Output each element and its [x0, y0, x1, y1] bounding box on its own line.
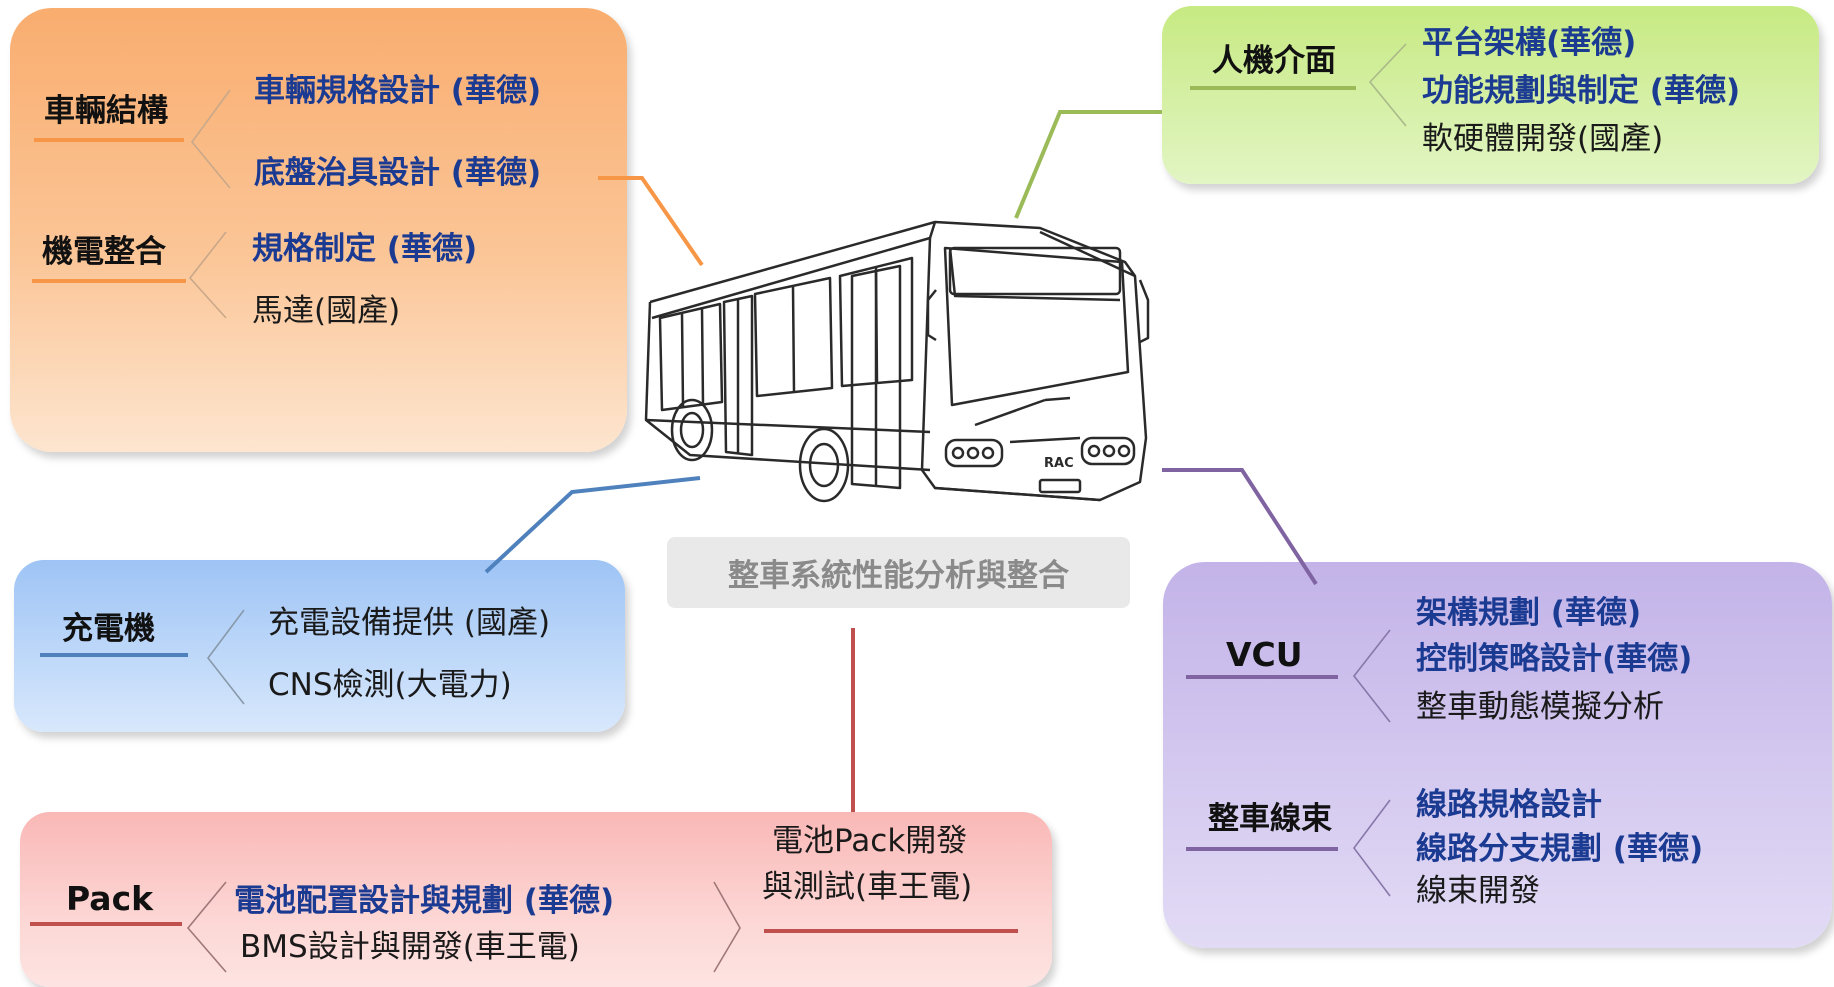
- vcu-panel: [1163, 562, 1832, 948]
- pack-panel: [20, 812, 1052, 987]
- harness-header: 整車線束: [1208, 801, 1332, 837]
- bracket-harness: [1353, 799, 1391, 897]
- connector-vcu: [1162, 468, 1318, 586]
- bracket-charger: [206, 609, 245, 705]
- bracket-vcu: [1352, 629, 1391, 723]
- hmi-header: 人機介面: [1212, 43, 1336, 79]
- connector-vehicle: [598, 176, 704, 267]
- pack-item-1: 電池配置設計與規劃 (華德): [234, 883, 615, 919]
- connector-hmi: [1014, 110, 1162, 219]
- pack-item-2: BMS設計與開發(車王電): [240, 929, 580, 965]
- vcu-item-3: 整車動態模擬分析: [1416, 689, 1664, 725]
- vehicle-structure-item-2: 底盤治具設計 (華德): [254, 155, 542, 191]
- charger-item-1: 充電設備提供 (國產): [268, 605, 551, 641]
- pack-result-line2: 與測試(車王電): [762, 869, 973, 905]
- charger-header: 充電機: [62, 611, 155, 647]
- harness-item-3: 線束開發: [1416, 873, 1540, 909]
- hmi-item-2: 功能規劃與制定 (華德): [1422, 73, 1741, 109]
- harness-item-1: 線路規格設計: [1416, 787, 1602, 823]
- pack-header: Pack: [66, 879, 154, 918]
- bracket-pack: [186, 881, 227, 973]
- electromech-header: 機電整合: [42, 234, 166, 270]
- vehicle-structure-header: 車輛結構: [44, 93, 168, 129]
- center-title: 整車系統性能分析與整合: [667, 537, 1130, 608]
- vcu-item-1: 架構規劃 (華德): [1416, 595, 1642, 631]
- bus-illustration: [644, 220, 1150, 503]
- bracket-hmi: [1368, 43, 1407, 127]
- vcu-item-2: 控制策略設計(華德): [1416, 641, 1693, 677]
- bracket-vehicle: [190, 89, 231, 189]
- hmi-panel: [1162, 6, 1819, 184]
- hmi-item-3: 軟硬體開發(國產): [1422, 121, 1664, 157]
- vehicle-structure-panel: [10, 8, 627, 452]
- connector-charger: [484, 476, 701, 574]
- electromech-item-1: 規格制定 (華德): [252, 231, 478, 267]
- vehicle-structure-item-1: 車輛規格設計 (華德): [254, 73, 542, 109]
- bracket-electromech: [188, 231, 227, 319]
- bracket-pack-result: [713, 881, 741, 973]
- vcu-header: VCU: [1226, 635, 1303, 674]
- hmi-item-1: 平台架構(華德): [1422, 25, 1637, 61]
- electromech-item-2: 馬達(國產): [252, 293, 401, 329]
- harness-item-2: 線路分支規劃 (華德): [1416, 831, 1704, 867]
- charger-panel: [14, 560, 625, 732]
- pack-result-line1: 電池Pack開發: [772, 823, 968, 859]
- charger-item-2: CNS檢測(大電力): [268, 667, 512, 703]
- bus-logo: RAC: [1044, 456, 1074, 471]
